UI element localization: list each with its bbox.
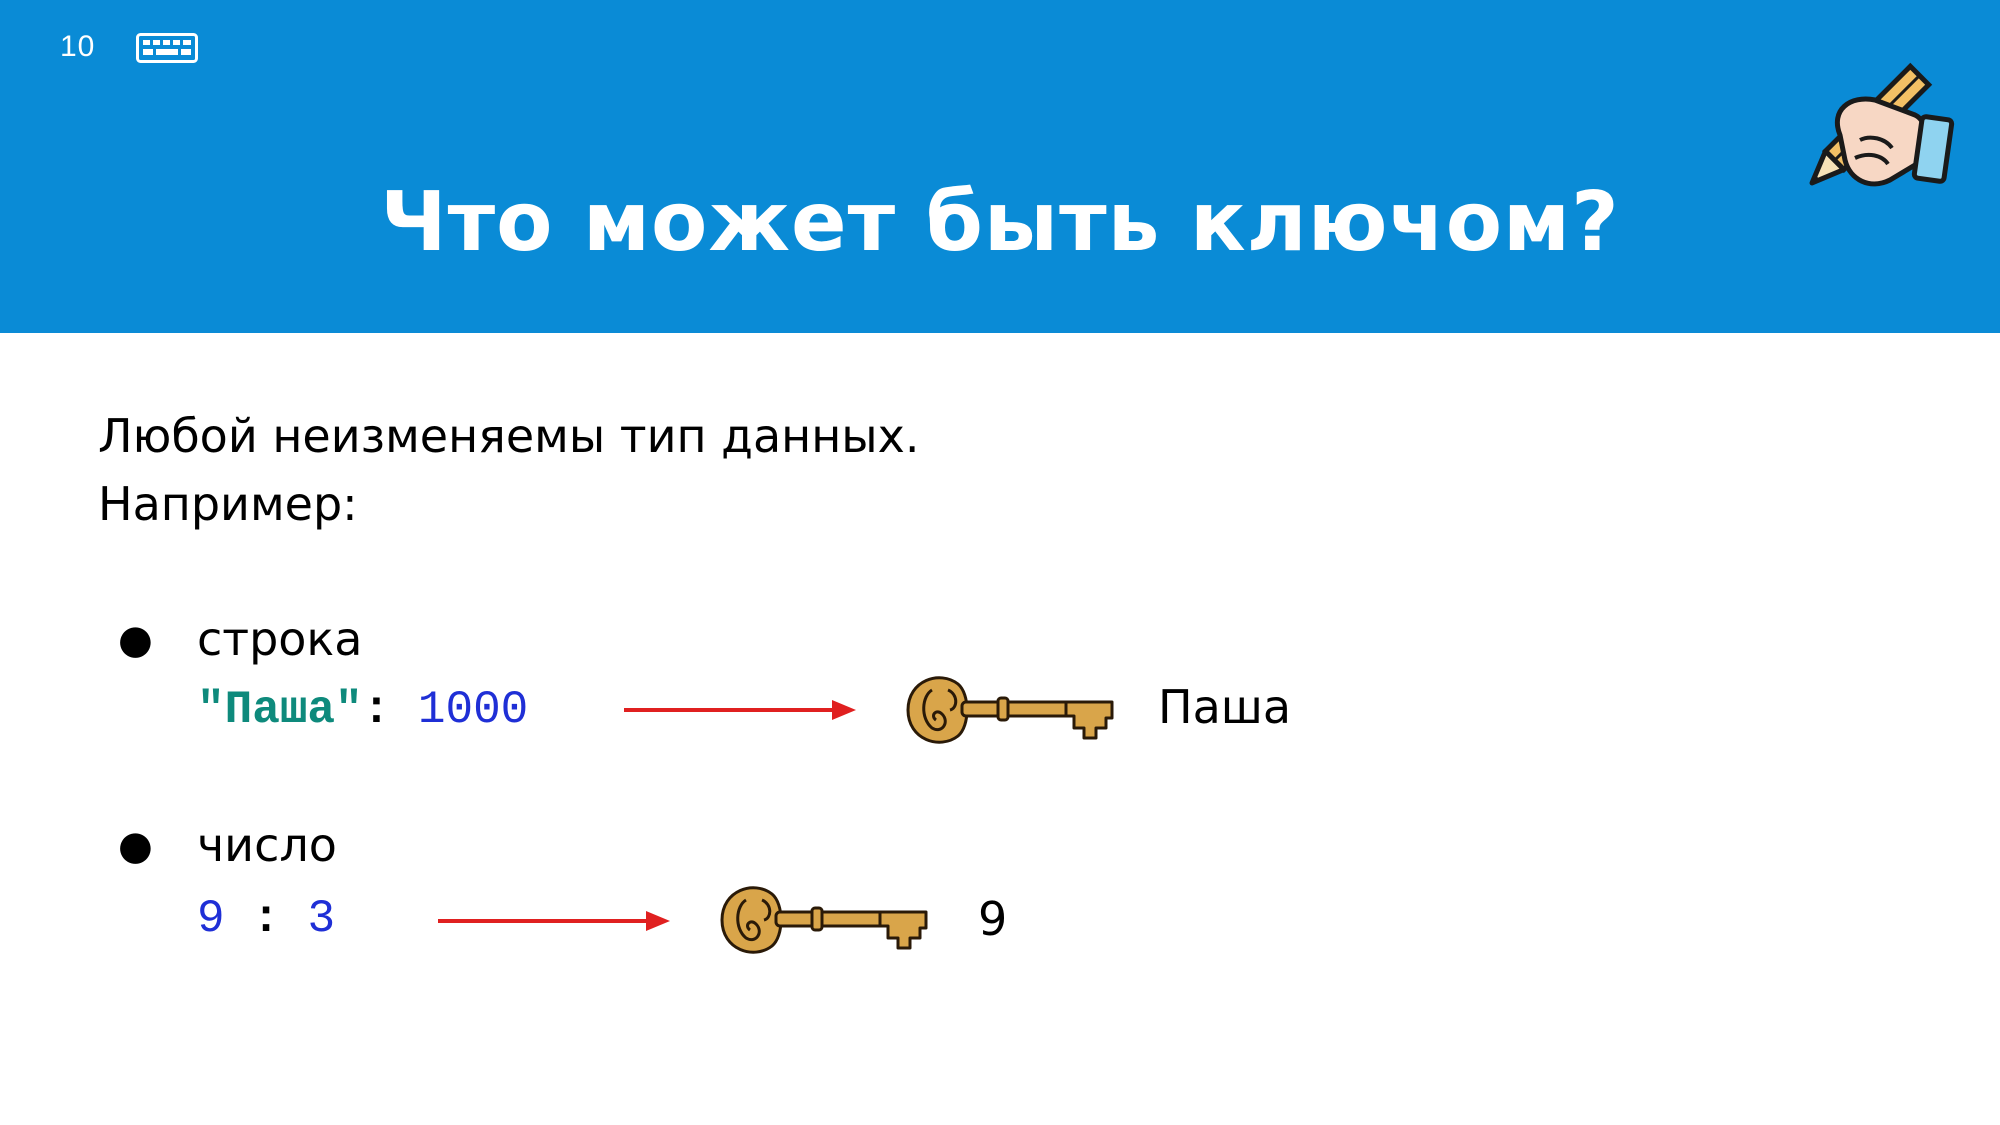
intro-line-1: Любой неизменяемы тип данных. bbox=[98, 409, 920, 463]
hand-writing-pencil-icon bbox=[1809, 62, 1955, 187]
intro-line-2: Например: bbox=[98, 477, 358, 531]
code-separator: : bbox=[362, 684, 391, 736]
key-icon bbox=[906, 676, 1114, 744]
code-key: 9 bbox=[197, 893, 225, 945]
bullet-label-string: строка bbox=[197, 612, 363, 666]
code-value: 1000 bbox=[417, 684, 529, 736]
key-icon bbox=[720, 886, 928, 954]
code-example-number: 9 : 3 bbox=[197, 893, 335, 945]
bullet-dot: ● bbox=[118, 823, 153, 869]
intro-text: Любой неизменяемы тип данных. Например: bbox=[98, 402, 919, 538]
code-key: "Паша" bbox=[197, 684, 363, 736]
code-separator: : bbox=[252, 893, 280, 945]
arrow-right-icon bbox=[624, 700, 856, 720]
key-label-number: 9 bbox=[978, 892, 1008, 946]
code-value: 3 bbox=[307, 893, 336, 945]
header-banner: 10 Что может быть ключом? bbox=[0, 0, 2000, 333]
page-title: Что может быть ключом? bbox=[380, 175, 1620, 270]
bullet-dot: ● bbox=[118, 617, 153, 663]
arrow-right-icon bbox=[438, 911, 670, 931]
bullet-label-number: число bbox=[197, 818, 337, 872]
key-label-string: Паша bbox=[1158, 680, 1292, 734]
code-example-string: "Паша": 1000 bbox=[197, 684, 528, 736]
slide-number: 10 bbox=[60, 30, 96, 63]
keyboard-icon bbox=[136, 33, 198, 63]
